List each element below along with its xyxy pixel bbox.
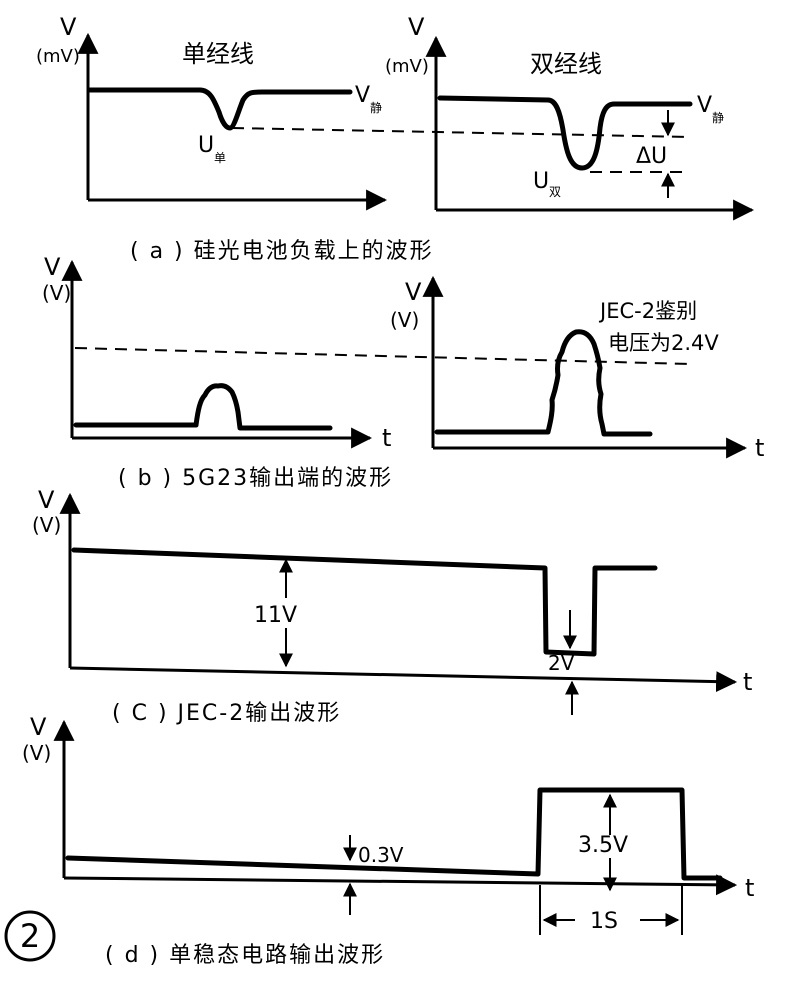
panel-b-threshold-dashed-line (74, 347, 691, 365)
panel-b-right-y-unit: (V) (390, 308, 419, 332)
panel-a-right-vstatic-label: V (697, 93, 712, 118)
panel-d-pulse-width-label: 1S (590, 909, 618, 934)
panel-a-right-vstatic-sub: 静 (712, 111, 724, 125)
panel-a-caption-text: 硅光电池负载上的波形 (194, 239, 434, 264)
panel-d-caption: ( d ) 单稳态电路输出波形 (105, 943, 385, 968)
panel-c-caption-letter: C (132, 701, 149, 726)
panel-d-waveform (65, 787, 723, 881)
panel-c-caption-close: ) (149, 701, 178, 726)
panel-c-y-unit: (V) (32, 513, 61, 537)
panel-a-left-y-label: V (60, 13, 77, 41)
panel-c-low-level-label: 2V (548, 651, 575, 675)
panel-b-caption-close: ) (154, 466, 183, 491)
panel-d-x-axis (63, 874, 738, 896)
panel-b-caption-text: 5G23输出端的波形 (182, 466, 393, 491)
panel-d-y-unit: (V) (22, 741, 51, 765)
panel-c-x-label: t (743, 668, 752, 696)
panel-c-high-level-label: 11V (254, 603, 297, 628)
panel-b-caption: ( b ) 5G23输出端的波形 (118, 466, 393, 491)
panel-d: V (V) t 0.3V 3.5V 1S ( d ) 单稳态电路输出波形 (22, 713, 754, 968)
panel-c-y-label: V (38, 486, 55, 514)
panel-a-left-waveform (87, 87, 353, 131)
panel-a: V (mV) 单经线 V 静 U 单 V (mV) 双经线 V 静 ΔU U 双… (36, 13, 755, 264)
panel-b-annotation-line2: 电压为2.4V (608, 331, 719, 355)
panel-b-left-x-label: t (382, 424, 391, 452)
panel-a-caption-letter: a (150, 239, 165, 264)
panel-b-caption-letter: b (138, 466, 154, 491)
panel-a-delta-label: ΔU (636, 144, 667, 169)
panel-a-left-vstatic-label: V (355, 83, 370, 108)
panel-d-y-label: V (30, 713, 47, 741)
panel-c-waveform (71, 547, 658, 657)
panel-c-x-axis (69, 666, 738, 693)
panel-b-right-waveform (434, 329, 653, 437)
panel-a-right-y-label: V (408, 13, 425, 41)
panel-c-caption-text: JEC-2输出波形 (176, 701, 342, 726)
panel-b-right-x-label: t (755, 434, 764, 462)
panel-a-left-dip-label: U (198, 133, 214, 158)
panel-a-left-vstatic-sub: 静 (370, 101, 382, 115)
panel-b-caption-open: ( (118, 466, 138, 491)
panel-b-right-y-label: V (405, 278, 422, 306)
panel-a-right-waveform (437, 95, 693, 171)
panel-a-right-y-unit: (mV) (385, 56, 429, 77)
panel-d-caption-open: ( (105, 943, 125, 968)
panel-d-x-label: t (745, 874, 754, 902)
panel-d-low-level-label: 0.3V (358, 843, 404, 867)
panel-a-left-y-unit: (mV) (36, 46, 80, 67)
panel-b-left-waveform (73, 383, 333, 431)
panel-a-caption-open: ( (130, 239, 150, 264)
panel-d-caption-text: 单稳态电路输出波形 (169, 943, 385, 968)
panel-a-left-title: 单经线 (182, 40, 254, 68)
panel-a-right-dip-label: U (533, 169, 549, 194)
panel-b-annotation-line1: JEC-2鉴别 (598, 299, 697, 323)
figure-number: 2 (20, 917, 40, 955)
panel-d-caption-close: ) (141, 943, 170, 968)
panel-b-left-y-label: V (44, 253, 61, 281)
panel-c-caption: ( C ) JEC-2输出波形 (112, 701, 341, 726)
panel-b-left-y-unit: (V) (42, 281, 71, 305)
panel-a-caption-close: ) (165, 239, 194, 264)
panel-a-right-dip-sub: 双 (549, 185, 561, 199)
panel-c-caption-open: ( (112, 701, 132, 726)
panel-a-caption: ( a ) 硅光电池负载上的波形 (130, 239, 434, 264)
panel-b: V (V) t V (V) t JEC-2鉴别 电压为2.4V ( b ) 5G… (42, 253, 764, 491)
panel-a-right-title: 双经线 (530, 50, 602, 78)
panel-d-pulse-height-label: 3.5V (578, 833, 628, 858)
panel-d-caption-letter: d (125, 943, 141, 968)
panel-a-reference-dashed-line (231, 127, 691, 138)
panel-c: V (V) t 11V 2V ( C ) JEC-2输出波形 (32, 486, 752, 726)
figure-number-circle (4, 910, 56, 962)
panel-a-left-dip-sub: 单 (214, 151, 226, 165)
